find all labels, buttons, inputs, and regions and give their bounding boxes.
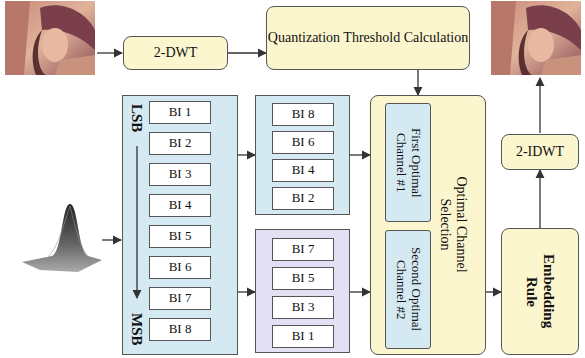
lena-image-left — [5, 1, 95, 75]
odd-group-panel: BI 7 BI 5 BI 3 BI 1 — [255, 229, 350, 353]
node-label: BI 4 — [292, 163, 315, 178]
node-label: BI 2 — [292, 191, 315, 206]
node-label: Optimal Channel Selection — [437, 161, 469, 290]
bit-plane-box: BI 8 — [272, 103, 334, 126]
flow-arrow — [350, 154, 370, 155]
process-box: 2-IDWT — [501, 134, 579, 170]
selection-panel: Optimal Channel Selection First Optimal C… — [370, 95, 486, 355]
bit-plane-box: BI 5 — [272, 267, 334, 290]
bit-plane-box: BI 6 — [272, 131, 334, 154]
bit-plane-panel: LSB MSB BI 1 BI 2 BI 3 BI 4 BI 5 BI 6 BI 7 BI 8 — [122, 95, 238, 355]
node-label: Embedding Rule — [523, 251, 558, 333]
flow-arrow — [417, 70, 418, 95]
process-box: Quantization Threshold Calculation — [266, 6, 470, 70]
node-label: BI 5 — [292, 271, 315, 286]
flow-arrow — [238, 291, 255, 292]
bit-plane-box: BI 4 — [149, 194, 211, 217]
flow-arrow — [350, 291, 370, 292]
bit-plane-box: BI 7 — [149, 287, 211, 310]
bit-order-label: MSB — [128, 313, 145, 346]
flow-arrow — [238, 154, 255, 155]
node-label: Second Optimal Channel #2 — [393, 236, 423, 344]
node-label: 2-IDWT — [516, 144, 564, 160]
node-label: BI 1 — [292, 329, 315, 344]
bit-plane-box: BI 7 — [272, 238, 334, 261]
node-label: BI 6 — [169, 260, 192, 275]
node-label: BI 3 — [292, 300, 315, 315]
node-label: BI 1 — [169, 105, 192, 120]
channel-box: Second Optimal Channel #2 — [385, 230, 431, 349]
process-box: 2-DWT — [123, 36, 228, 70]
process-box: Embedding Rule — [501, 228, 579, 355]
bit-plane-box: BI 8 — [149, 318, 211, 341]
bit-plane-box: BI 6 — [149, 256, 211, 279]
node-label: BI 8 — [169, 322, 192, 337]
bit-plane-box: BI 2 — [149, 132, 211, 155]
node-label: Quantization Threshold Calculation — [268, 30, 468, 46]
input-arrow — [97, 52, 122, 53]
bit-plane-box: BI 1 — [272, 325, 334, 348]
node-label: 2-DWT — [154, 45, 198, 61]
even-group-panel: BI 8 BI 6 BI 4 BI 2 — [255, 95, 350, 215]
output-arrow — [539, 78, 540, 133]
node-label: BI 7 — [292, 242, 315, 257]
node-label: First Optimal Channel #1 — [393, 109, 423, 217]
node-label: BI 3 — [169, 167, 192, 182]
node-label: BI 5 — [169, 229, 192, 244]
bit-plane-box: BI 2 — [272, 187, 334, 210]
lena-image-right — [491, 1, 581, 75]
flow-arrow — [486, 291, 501, 292]
bit-plane-box: BI 5 — [149, 225, 211, 248]
bit-plane-box: BI 3 — [272, 296, 334, 319]
channel-box: First Optimal Channel #1 — [385, 103, 431, 222]
watermark-input-arrow — [102, 239, 121, 240]
node-label: BI 2 — [169, 136, 192, 151]
bit-plane-box: BI 1 — [149, 101, 211, 124]
bit-order-label: LSB — [128, 104, 145, 132]
node-label: BI 8 — [292, 107, 315, 122]
node-label: BI 4 — [169, 198, 192, 213]
bit-order-arrow — [136, 146, 137, 298]
node-label: BI 6 — [292, 135, 315, 150]
flow-arrow — [228, 52, 266, 53]
gaussian-surface — [22, 204, 102, 272]
flow-arrow — [539, 170, 540, 228]
bit-plane-box: BI 3 — [149, 163, 211, 186]
node-label: BI 7 — [169, 291, 192, 306]
bit-plane-box: BI 4 — [272, 159, 334, 182]
